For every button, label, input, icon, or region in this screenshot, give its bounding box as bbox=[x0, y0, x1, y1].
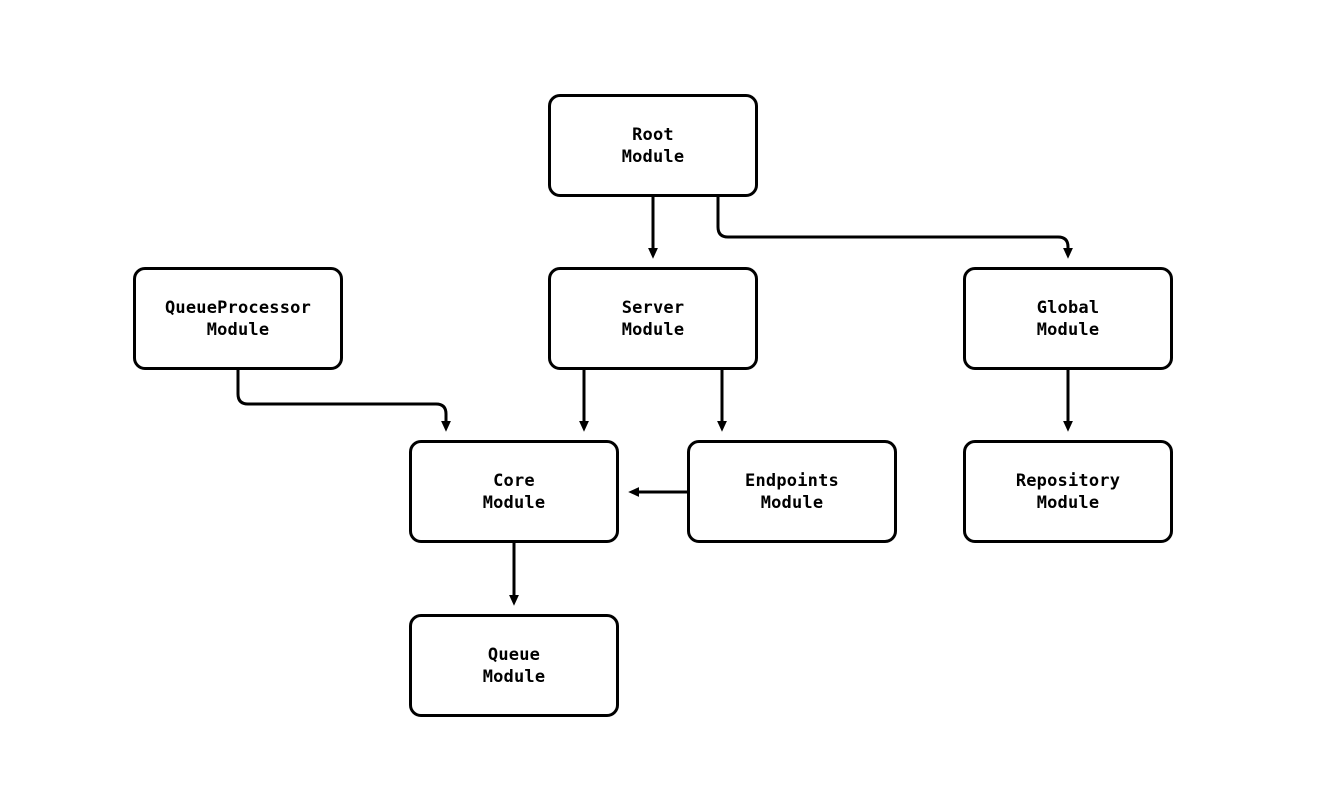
node-core-label: Core Module bbox=[482, 470, 546, 513]
node-queueprocessor[interactable]: QueueProcessor Module bbox=[133, 267, 343, 370]
node-root-label: Root Module bbox=[621, 124, 685, 167]
node-repository-label: Repository Module bbox=[1015, 470, 1121, 513]
node-server-label: Server Module bbox=[621, 297, 685, 340]
node-endpoints[interactable]: Endpoints Module bbox=[687, 440, 897, 543]
node-server[interactable]: Server Module bbox=[548, 267, 758, 370]
node-queue-label: Queue Module bbox=[482, 644, 546, 687]
node-endpoints-label: Endpoints Module bbox=[745, 470, 839, 513]
node-core[interactable]: Core Module bbox=[409, 440, 619, 543]
node-queue[interactable]: Queue Module bbox=[409, 614, 619, 717]
node-repository[interactable]: Repository Module bbox=[963, 440, 1173, 543]
edge-root-to-global bbox=[716, 197, 1073, 259]
node-global[interactable]: Global Module bbox=[963, 267, 1173, 370]
node-global-label: Global Module bbox=[1036, 297, 1100, 340]
edge-queueprocessor-to-core bbox=[236, 370, 451, 432]
node-queueprocessor-label: QueueProcessor Module bbox=[164, 297, 312, 340]
node-root[interactable]: Root Module bbox=[548, 94, 758, 197]
